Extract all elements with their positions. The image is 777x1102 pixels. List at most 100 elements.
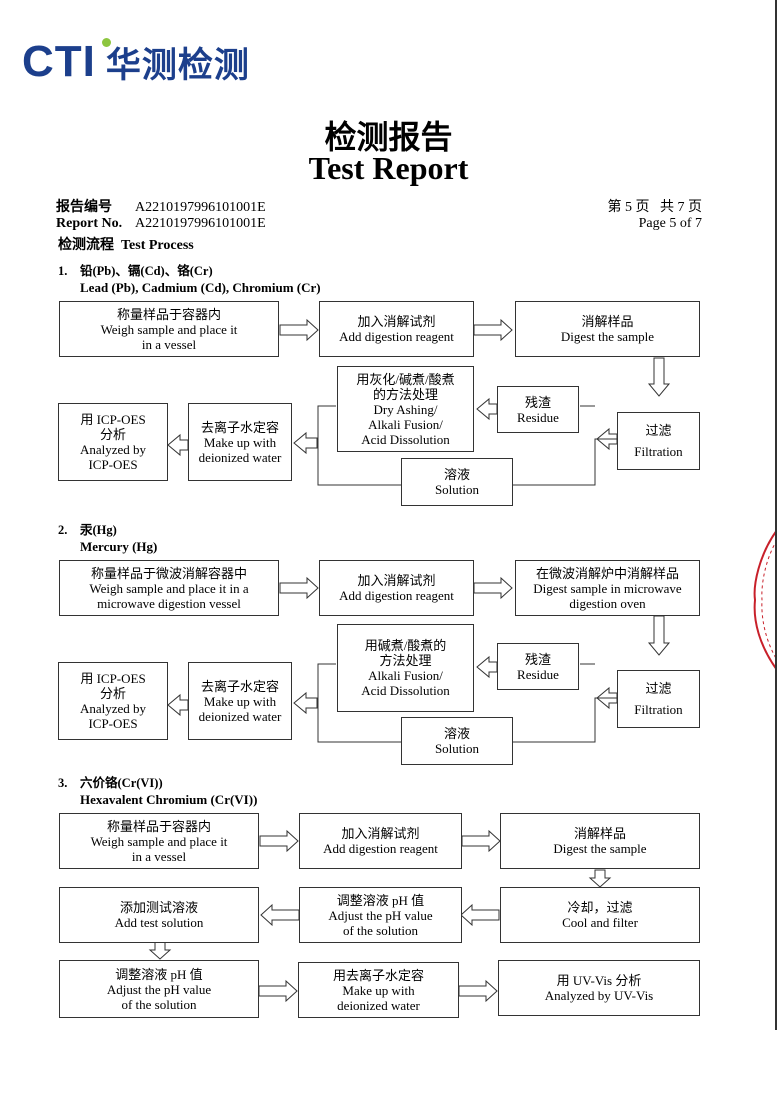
s2-arrow-residue-treat bbox=[476, 655, 498, 679]
s3-makeup-cn: 用去离子水定容 bbox=[332, 967, 424, 983]
section2-title-cn: 汞(Hg) bbox=[80, 523, 117, 537]
s2-solution-cn: 溶液 bbox=[443, 726, 470, 741]
s2-treat-en1: Alkali Fusion/ bbox=[368, 668, 443, 683]
s1-arrow-makeup-analyze bbox=[167, 433, 189, 457]
s1-digest-box: 消解样品 Digest the sample bbox=[515, 301, 700, 357]
s2-analyze-cn2: 分析 bbox=[99, 686, 126, 701]
report-title-cn: 检测报告 bbox=[324, 118, 453, 156]
s1-arrow-digest-filter bbox=[647, 357, 671, 397]
s2-solution-en: Solution bbox=[434, 741, 480, 756]
s1-analyze-box: 用 ICP-OES 分析 Analyzed by ICP-OES bbox=[58, 403, 168, 481]
s1-makeup-en2: deionized water bbox=[198, 449, 282, 465]
s3-arrow-addtest-adjust2 bbox=[148, 941, 172, 960]
s2-makeup-en2: deionized water bbox=[198, 708, 282, 724]
report-title-en: Test Report bbox=[308, 150, 469, 186]
section3-title-en: Hexavalent Chromium (Cr(VI)) bbox=[80, 792, 258, 807]
s2-add-en: Add digestion reagent bbox=[339, 588, 454, 603]
s3-add-en: Add digestion reagent bbox=[323, 841, 438, 856]
s1-weigh-cn: 称量样品于容器内 bbox=[116, 306, 221, 322]
s3-digest-cn: 消解样品 bbox=[573, 826, 626, 841]
s3-makeup-box: 用去离子水定容 Make up with deionized water bbox=[298, 962, 459, 1018]
s1-makeup-box: 去离子水定容 Make up with deionized water bbox=[188, 403, 292, 481]
s2-residue-box: 残渣 Residue bbox=[497, 643, 579, 690]
s3-adjust2-en1: Adjust the pH value bbox=[106, 981, 212, 997]
official-seal-stamp bbox=[753, 529, 777, 671]
s1-treat-en1: Dry Ashing/ bbox=[373, 401, 438, 417]
s3-weigh-en1: Weigh sample and place it bbox=[90, 833, 228, 849]
s2-weigh-en2: microwave digestion vessel bbox=[97, 595, 241, 611]
s3-arrow-digest-cool bbox=[588, 869, 612, 888]
s1-analyze-en1: Analyzed by bbox=[79, 442, 147, 457]
s3-cool-cn: 冷却，过滤 bbox=[567, 900, 633, 915]
s1-weigh-en2: in a vessel bbox=[141, 336, 197, 352]
s2-treat-en2: Acid Dissolution bbox=[361, 683, 450, 698]
s3-makeup-en1: Make up with bbox=[342, 982, 415, 998]
s3-analyze-cn: 用 UV-Vis 分析 bbox=[556, 973, 642, 988]
s1-arrow-to-makeup bbox=[293, 431, 318, 455]
page-number-cn: 第 5 页 共 7 页 bbox=[607, 200, 703, 215]
s3-add-box: 加入消解试剂 Add digestion reagent bbox=[299, 813, 462, 869]
s2-makeup-box: 去离子水定容 Make up with deionized water bbox=[188, 662, 292, 740]
s3-adjust1-box: 调整溶液 pH 值 Adjust the pH value of the sol… bbox=[299, 887, 462, 943]
report-no-value-en: A2210197996101001E bbox=[135, 216, 266, 231]
report-no-value-cn: A2210197996101001E bbox=[135, 200, 266, 215]
s2-filtration-cn: 过滤 bbox=[645, 681, 672, 696]
s2-weigh-box: 称量样品于微波消解容器中 Weigh sample and place it i… bbox=[59, 560, 279, 616]
section3-title-cn: 六价铬(Cr(VI)) bbox=[80, 776, 163, 790]
s1-loop-line bbox=[513, 438, 617, 486]
s3-weigh-en2: in a vessel bbox=[131, 848, 187, 864]
s3-adjust2-en2: of the solution bbox=[121, 996, 197, 1012]
s2-analyze-box: 用 ICP-OES 分析 Analyzed by ICP-OES bbox=[58, 662, 168, 740]
s1-arrow-add-digest bbox=[473, 318, 513, 342]
s2-solution-box: 溶液 Solution bbox=[401, 717, 513, 765]
s3-arrow-cool-adjust bbox=[460, 903, 500, 927]
page-edge-line bbox=[775, 0, 777, 1030]
s1-add-cn: 加入消解试剂 bbox=[357, 314, 436, 329]
s3-adjust1-cn: 调整溶液 pH 值 bbox=[336, 892, 425, 908]
s1-residue-box: 残渣 Residue bbox=[497, 386, 579, 433]
s1-makeup-cn: 去离子水定容 bbox=[200, 419, 279, 435]
s1-solution-en: Solution bbox=[434, 482, 480, 497]
s2-arrow-digest-filter bbox=[647, 615, 671, 656]
s3-addtest-cn: 添加测试溶液 bbox=[119, 900, 198, 915]
s3-makeup-en2: deionized water bbox=[337, 997, 420, 1013]
s2-residue-en: Residue bbox=[517, 666, 559, 682]
section2-number: 2. bbox=[58, 523, 68, 537]
s1-add-en: Add digestion reagent bbox=[339, 329, 454, 344]
process-heading: 检测流程 Test Process bbox=[58, 238, 194, 253]
s1-loop-line-2 bbox=[317, 405, 401, 486]
s1-weigh-en1: Weigh sample and place it bbox=[100, 321, 238, 337]
section1-title-cn: 铅(Pb)、镉(Cd)、铬(Cr) bbox=[80, 264, 213, 278]
s2-arrow-add-digest bbox=[473, 576, 513, 600]
s3-cool-box: 冷却，过滤 Cool and filter bbox=[500, 887, 700, 943]
s1-arrow-weigh-add bbox=[279, 318, 319, 342]
s1-residue-en: Residue bbox=[517, 409, 559, 425]
s1-analyze-cn1: 用 ICP-OES bbox=[80, 412, 146, 427]
s2-analyze-cn1: 用 ICP-OES bbox=[80, 671, 146, 686]
s1-filtration-cn: 过滤 bbox=[645, 423, 672, 438]
s1-digest-cn: 消解样品 bbox=[581, 314, 634, 329]
page-number-en: Page 5 of 7 bbox=[638, 216, 702, 231]
s3-arrow-adjust2-makeup bbox=[258, 979, 298, 1003]
s2-analyze-en1: Analyzed by bbox=[79, 701, 147, 716]
s1-digest-en: Digest the sample bbox=[560, 329, 655, 344]
s2-makeup-cn: 去离子水定容 bbox=[200, 678, 279, 694]
s1-solution-cn: 溶液 bbox=[443, 467, 470, 482]
s3-arrow-makeup-analyze bbox=[458, 979, 498, 1003]
s3-analyze-en: Analyzed by UV-Vis bbox=[544, 988, 654, 1003]
s1-treat-cn1: 用灰化/碱煮/酸煮 bbox=[356, 371, 455, 387]
s2-loop-line bbox=[513, 697, 617, 743]
s1-solution-box: 溶液 Solution bbox=[401, 458, 513, 506]
s3-adjust2-cn: 调整溶液 pH 值 bbox=[115, 966, 203, 982]
s2-arrow-weigh-add bbox=[279, 576, 319, 600]
s2-digest-en1: Digest sample in microwave bbox=[533, 580, 682, 596]
s2-analyze-en2: ICP-OES bbox=[88, 716, 138, 731]
s1-treat-en3: Acid Dissolution bbox=[361, 431, 450, 447]
s1-analyze-en2: ICP-OES bbox=[88, 457, 138, 472]
logo-cti-text: CTI bbox=[22, 37, 96, 86]
s2-filtration-box: 过滤 Filtration bbox=[617, 670, 700, 728]
report-no-label-en: Report No. bbox=[56, 216, 123, 231]
s1-arrow-residue-treat bbox=[476, 397, 498, 421]
s1-add-box: 加入消解试剂 Add digestion reagent bbox=[319, 301, 474, 357]
s3-analyze-box: 用 UV-Vis 分析 Analyzed by UV-Vis bbox=[498, 960, 700, 1016]
